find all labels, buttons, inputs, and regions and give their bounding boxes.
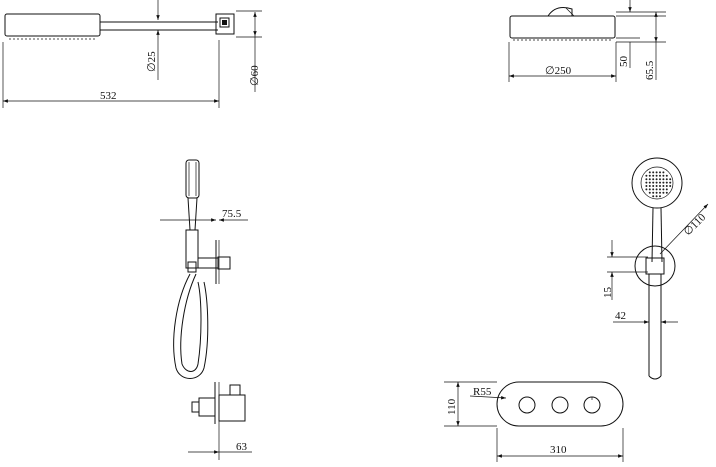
arm-diameter-label: ∅25 — [146, 51, 158, 72]
nozzle-dot — [662, 171, 665, 174]
nozzle-dot — [659, 195, 661, 198]
hand-offset-label: 75.5 — [222, 208, 242, 220]
nozzle-dot — [652, 185, 655, 187]
nozzle-dot — [665, 178, 668, 181]
valve-depth-label: 63 — [236, 441, 248, 453]
nozzle-dot — [662, 181, 665, 184]
hand-shower-side-view: 75.5 — [160, 159, 248, 379]
nozzle-dot — [645, 174, 648, 177]
nozzle-dot — [645, 178, 648, 181]
nozzle-dot — [669, 178, 672, 181]
nozzle-dot — [655, 174, 658, 177]
hand-shower-front-view: ∅110 15 42 — [602, 157, 709, 380]
nozzle-dot — [645, 181, 648, 184]
nozzle-dot — [662, 188, 665, 191]
nozzle-dot — [648, 188, 651, 191]
nozzle-pattern — [645, 171, 672, 198]
nozzle-dot — [655, 181, 658, 184]
nozzle-dot — [659, 185, 661, 187]
overhead-shower-front-view: 50 65.5 ∅250 — [508, 0, 666, 82]
nozzle-dot — [655, 195, 658, 198]
nozzle-dot — [645, 188, 648, 191]
nozzle-dot — [665, 174, 668, 177]
total-height-label: 65.5 — [644, 60, 656, 80]
bracket-diameter-label: ∅110 — [682, 211, 709, 238]
nozzle-dot — [655, 171, 658, 174]
nozzle-dot — [648, 181, 651, 184]
nozzle-dot — [645, 185, 648, 187]
nozzle-dot — [669, 185, 672, 187]
nozzle-dot — [662, 185, 665, 187]
nozzle-dot — [655, 191, 658, 194]
bracket-depth-label: 42 — [615, 310, 626, 322]
flange-diameter-label: ∅60 — [249, 65, 261, 86]
nozzle-dot — [659, 181, 661, 184]
plate-width-label: 310 — [550, 444, 567, 456]
nozzle-dot — [659, 174, 661, 177]
nozzle-dot — [665, 191, 668, 194]
nozzle-dot — [665, 181, 668, 184]
nozzle-dot — [652, 174, 655, 177]
nozzle-dot — [669, 181, 672, 184]
nozzle-dot — [665, 188, 668, 191]
head-length-label: 532 — [100, 90, 117, 102]
nozzle-dot — [659, 171, 661, 174]
outlet-height-label: 15 — [602, 287, 614, 299]
plate-radius-label: R55 — [473, 386, 492, 398]
nozzle-dot — [652, 178, 655, 181]
nozzle-dot — [652, 191, 655, 194]
nozzle-dot — [652, 181, 655, 184]
valve-side-view: 63 — [188, 382, 252, 460]
nozzle-dot — [652, 171, 655, 174]
nozzle-dot — [662, 178, 665, 181]
head-height-label: 50 — [618, 56, 630, 68]
nozzle-dot — [655, 178, 658, 181]
overhead-shower-side-view: ∅25 ∅60 532 — [2, 0, 262, 108]
nozzle-dot — [648, 171, 651, 174]
nozzle-dot — [652, 195, 655, 198]
nozzle-dot — [659, 191, 661, 194]
nozzle-dot — [648, 185, 651, 187]
nozzle-dot — [652, 188, 655, 191]
plate-height-label: 110 — [446, 398, 458, 415]
nozzle-dot — [655, 188, 658, 191]
nozzle-dot — [665, 185, 668, 187]
nozzle-dot — [662, 174, 665, 177]
nozzle-dot — [659, 178, 661, 181]
nozzle-dot — [648, 174, 651, 177]
nozzle-dot — [648, 178, 651, 181]
control-plate-front-view: 110 R55 310 — [444, 381, 624, 462]
nozzle-dot — [662, 191, 665, 194]
nozzle-dot — [648, 191, 651, 194]
head-diameter-label: ∅250 — [545, 65, 572, 77]
nozzle-dot — [655, 185, 658, 187]
nozzle-dot — [659, 188, 661, 191]
